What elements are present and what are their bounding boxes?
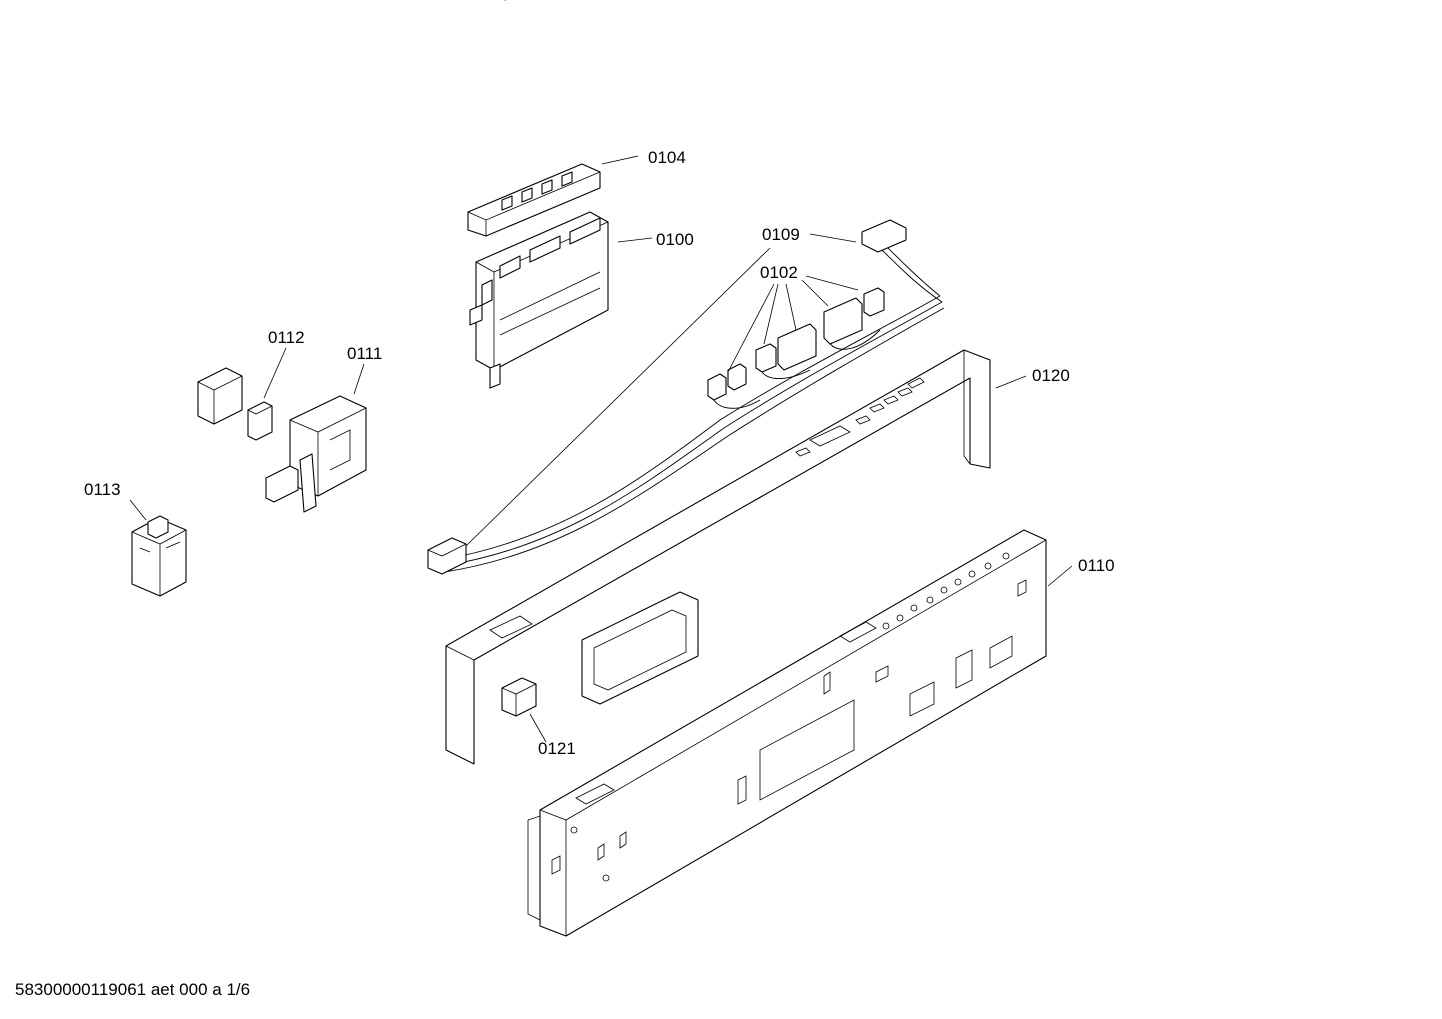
wiring-harness-0109 <box>427 219 945 575</box>
part-0112-cover <box>197 367 273 441</box>
label-0104: 0104 <box>648 148 686 167</box>
label-0110: 0110 <box>1078 556 1115 575</box>
label-0109: 0109 <box>762 225 800 244</box>
document-id-footer: 58300000119061 aet 000 a 1/6 <box>15 980 251 999</box>
part-0113-switch <box>131 515 187 597</box>
label-0100: 0100 <box>656 230 694 249</box>
label-0120: 0120 <box>1032 366 1070 385</box>
part-0100-control-module <box>469 211 609 389</box>
part-0110-inner-panel <box>527 529 1047 937</box>
label-0113: 0113 <box>84 480 121 499</box>
part-0120-panel-frame <box>445 349 991 765</box>
label-0121: 0121 <box>538 739 576 758</box>
label-0102: 0102 <box>760 263 798 282</box>
label-0111: 0111 <box>347 344 382 363</box>
connectors-0102 <box>707 287 885 409</box>
part-0111-lock-bracket <box>265 395 367 513</box>
part-labels: 0104 0100 0109 0102 0112 0111 0120 0113 … <box>84 148 1115 758</box>
part-0104-button-strip <box>467 0 601 237</box>
part-0121-block <box>501 677 537 717</box>
leader-lines <box>129 155 1073 743</box>
label-0112: 0112 <box>268 328 305 347</box>
